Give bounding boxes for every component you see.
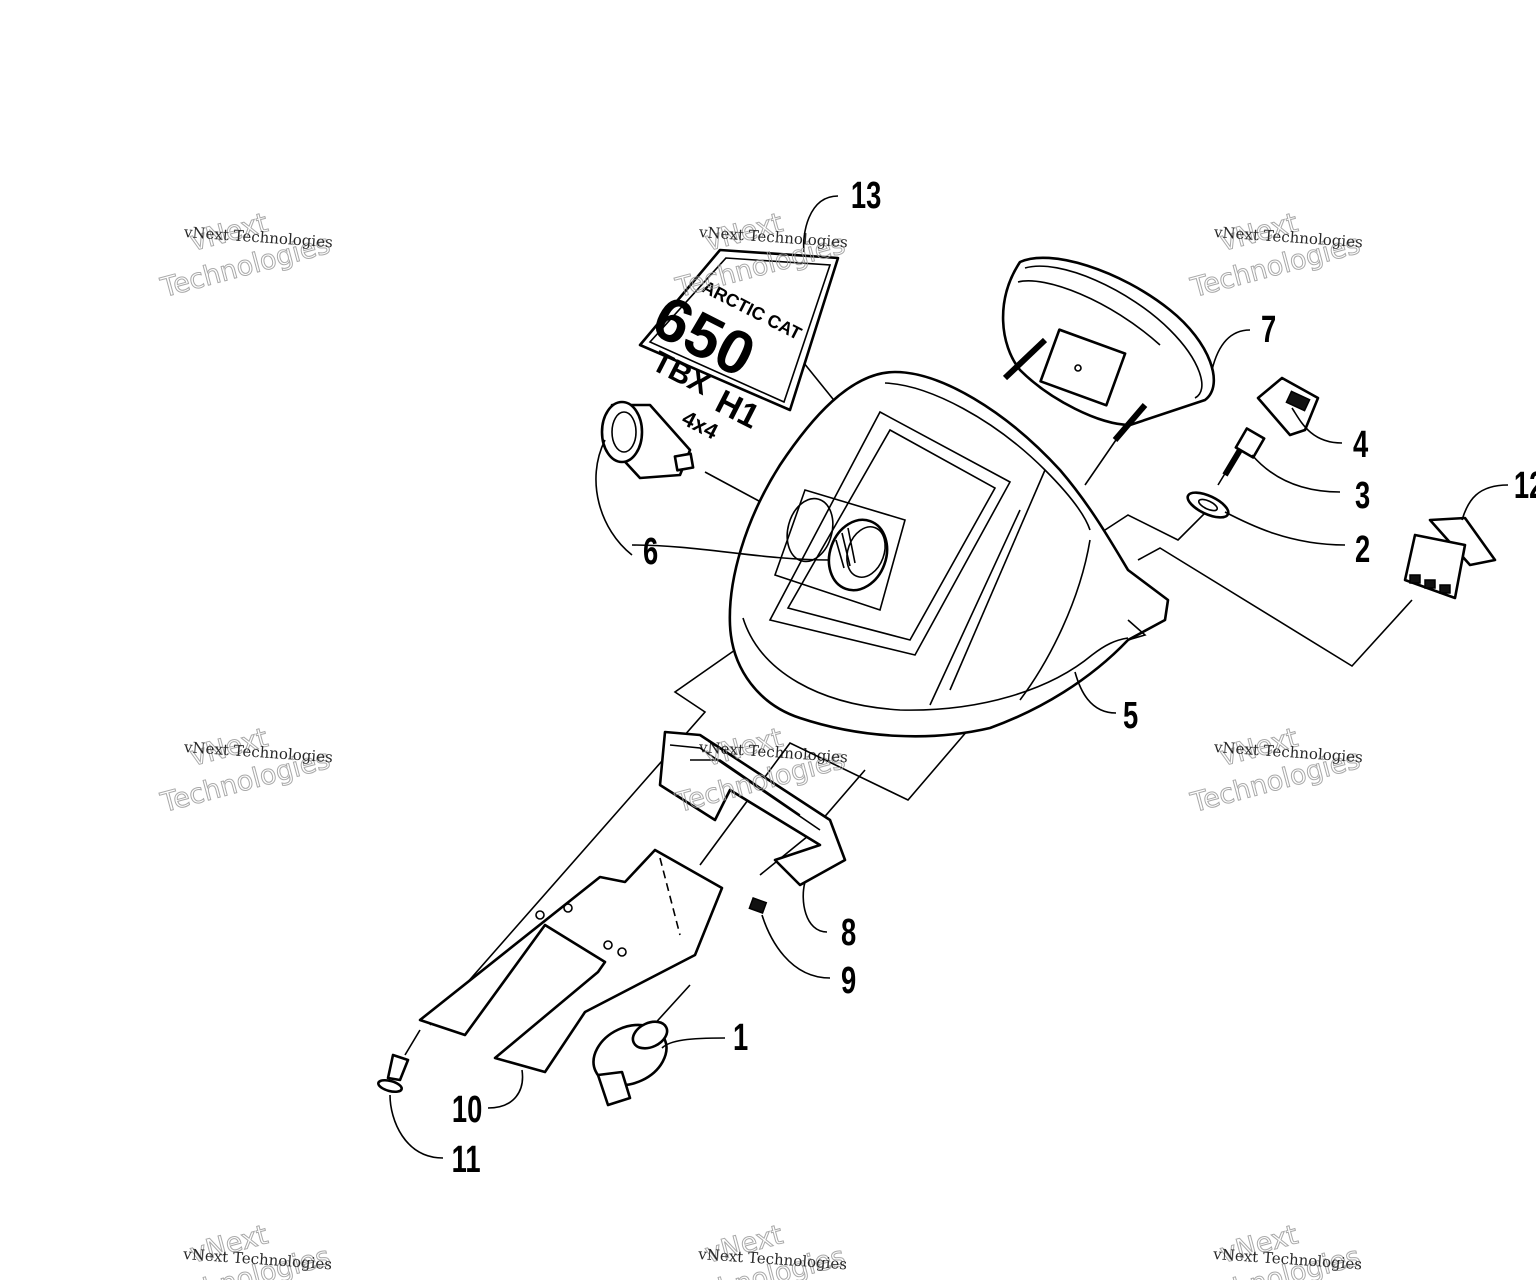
callout-labels: 13 7 4 3 2 12 5 6 8 9 1 10 11 xyxy=(452,175,1536,1181)
trim-bracket-part-8 xyxy=(658,730,847,887)
mount-bracket-part-10 xyxy=(418,848,724,1074)
knob-part-6 xyxy=(827,518,889,592)
callout-10: 10 xyxy=(452,1089,482,1131)
callout-1: 1 xyxy=(733,1017,748,1059)
bezel-nut-part-2 xyxy=(1186,491,1230,519)
callout-3: 3 xyxy=(1355,475,1370,517)
callout-leaders xyxy=(389,195,1509,1159)
switch-cap-part-4 xyxy=(1256,376,1320,437)
key-part-3 xyxy=(1222,427,1266,477)
power-socket-part-6 xyxy=(600,400,695,480)
callout-5: 5 xyxy=(1123,695,1138,737)
clip-part-9 xyxy=(748,896,768,914)
callout-13: 13 xyxy=(851,175,881,217)
decal-part-13: ARCTIC CAT 650 TBX H1 4x4 xyxy=(638,248,840,445)
callout-9: 9 xyxy=(841,960,856,1002)
instrument-pod-housing xyxy=(728,370,1170,738)
rocker-switch-part-12 xyxy=(1403,516,1497,600)
callout-6: 6 xyxy=(643,531,658,573)
callout-12: 12 xyxy=(1514,465,1536,507)
ignition-switch-part-1 xyxy=(592,1020,669,1107)
push-rivet-part-11 xyxy=(377,1053,410,1094)
gauge-part-7 xyxy=(1001,256,1216,442)
callout-8: 8 xyxy=(841,912,856,954)
callout-7: 7 xyxy=(1261,309,1276,351)
callout-11: 11 xyxy=(452,1139,481,1181)
callout-2: 2 xyxy=(1355,529,1370,571)
callout-4: 4 xyxy=(1353,424,1369,466)
